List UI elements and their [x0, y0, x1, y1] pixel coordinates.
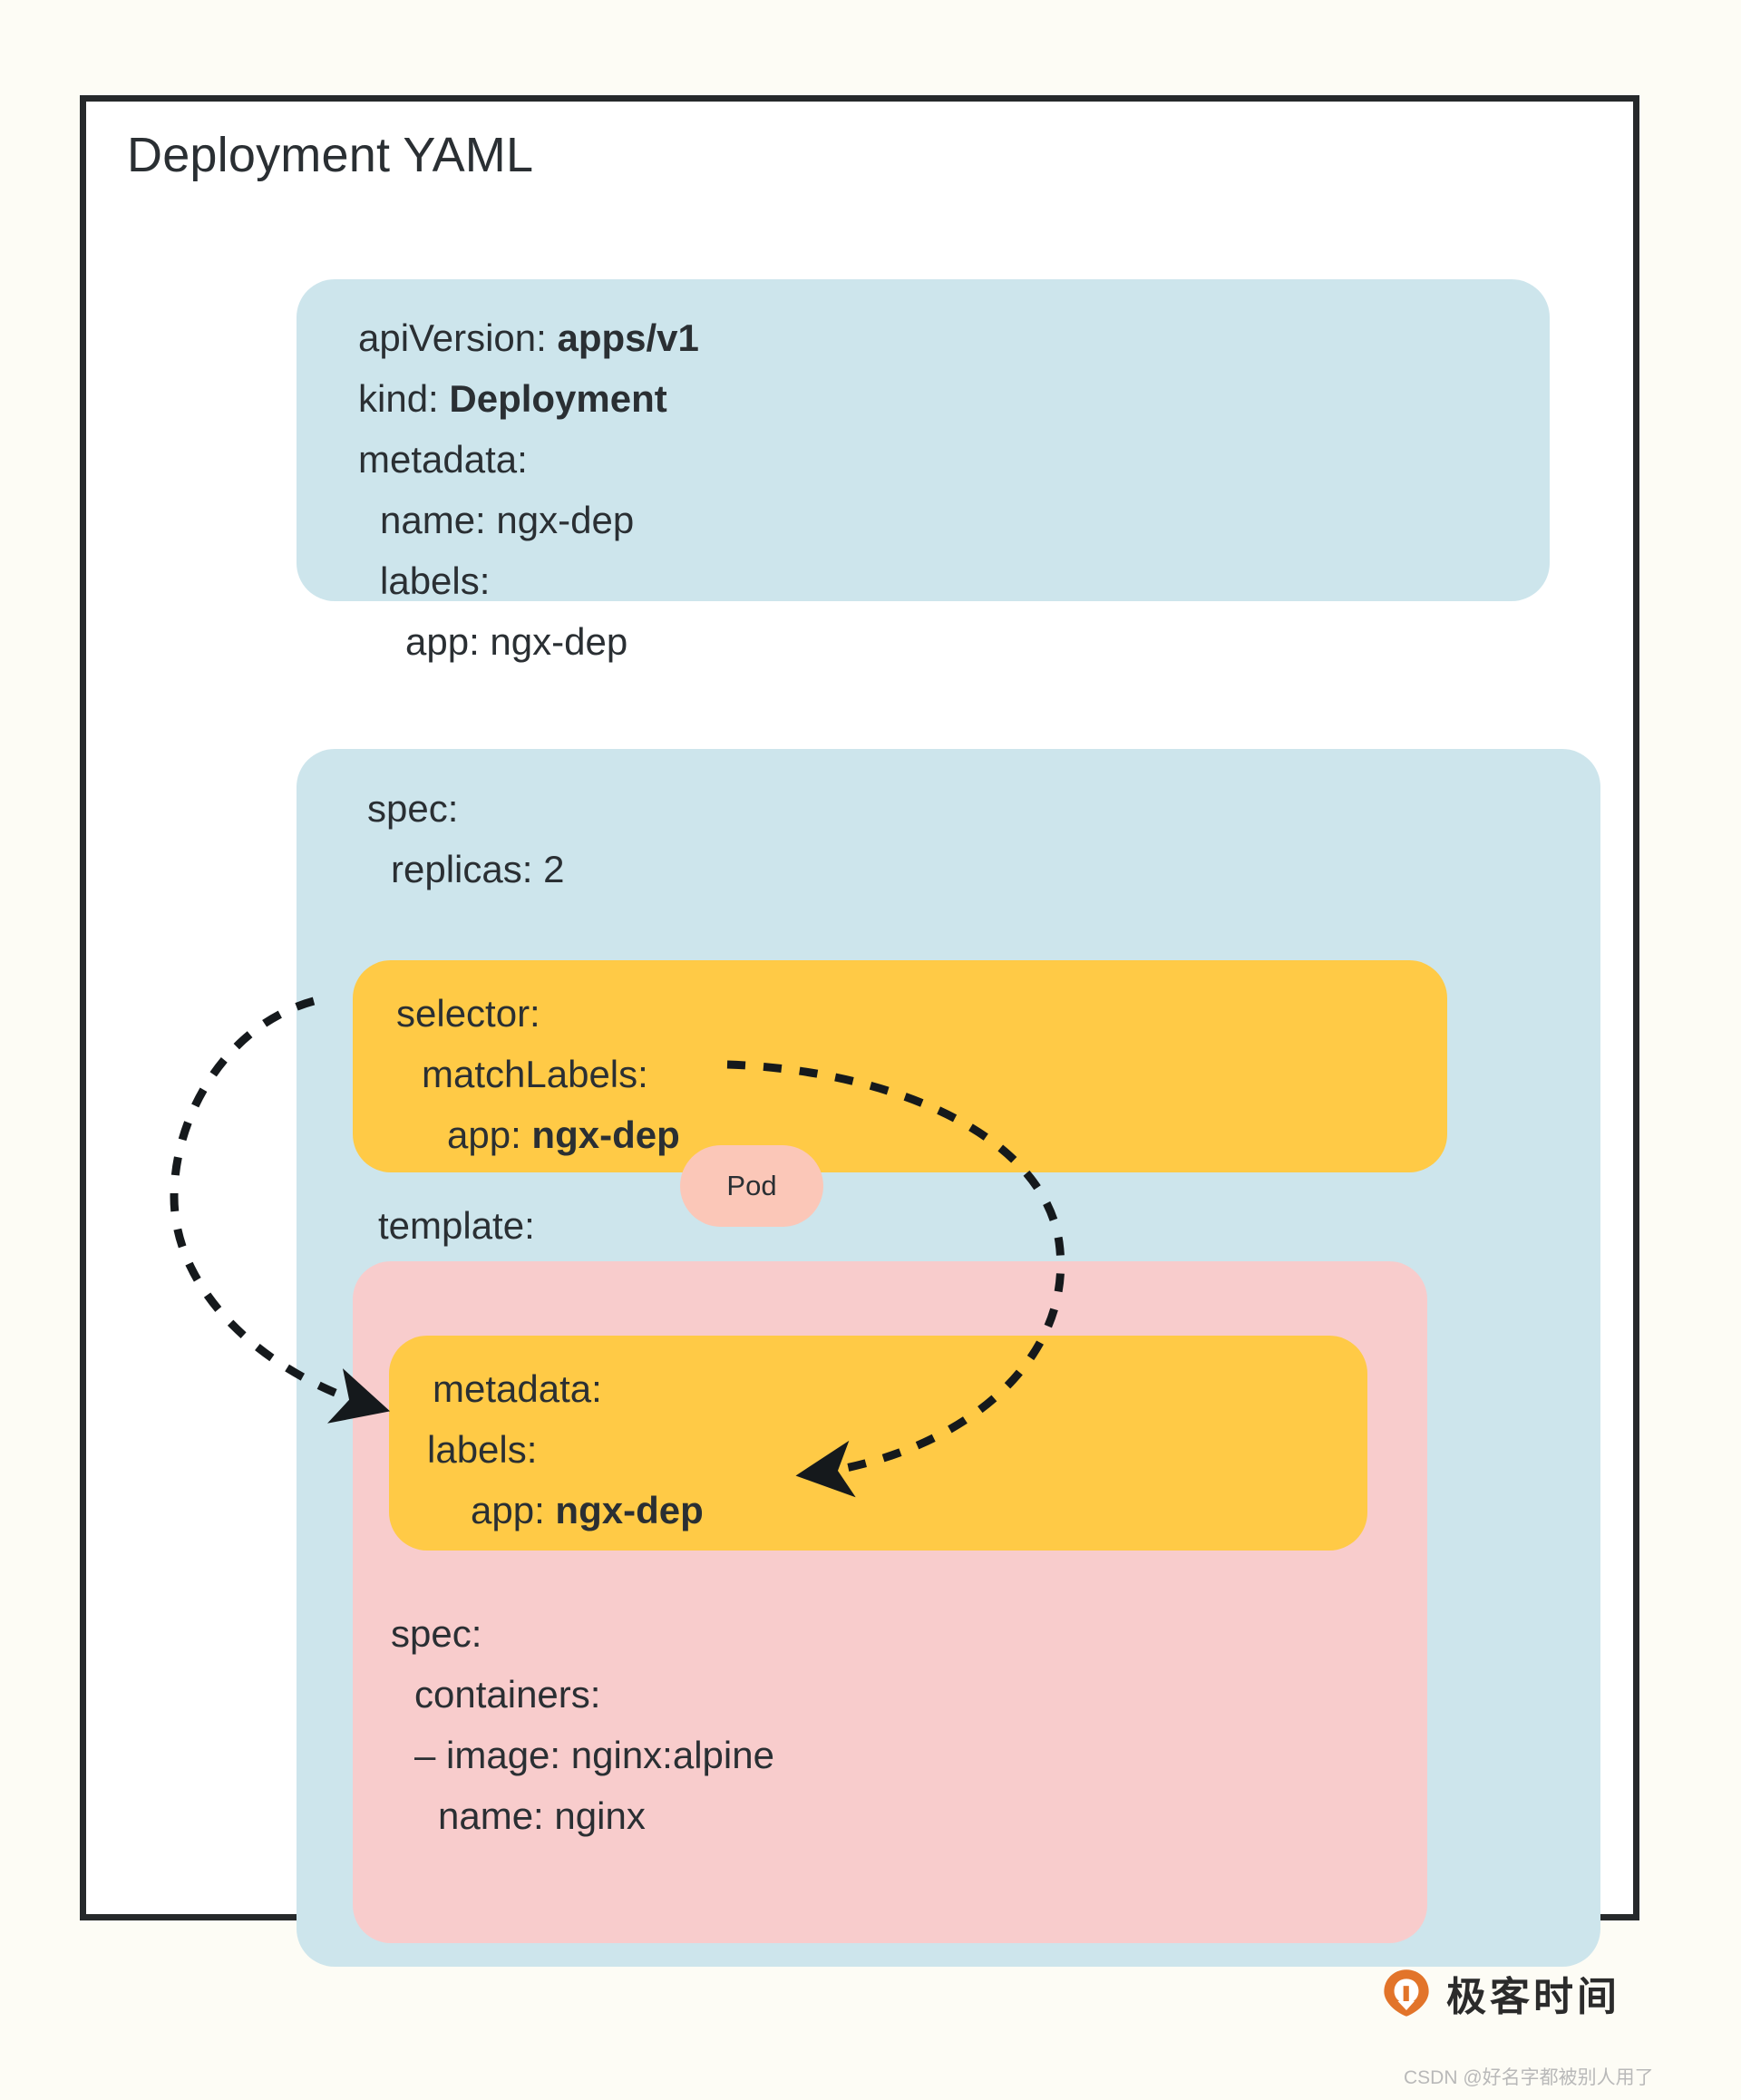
metadata-panel: apiVersion: apps/v1 kind: Deployment met… [297, 279, 1550, 661]
yaml-line-matchlabels: matchLabels: [422, 1053, 648, 1095]
yaml-line-name: name: ngx-dep [380, 499, 635, 541]
yaml-line-apiversion: apiVersion: apps/v1 [358, 316, 699, 359]
yaml-value-selector-app: ngx-dep [531, 1113, 680, 1156]
pod-template-panel: metadata: labels: app: ngx-dep spec: con… [353, 1261, 1427, 1943]
yaml-line-labels: labels: [380, 559, 491, 602]
yaml-line-spec: spec: [367, 787, 459, 830]
yaml-line-metadata: metadata: [358, 438, 528, 481]
yaml-line-app: app: ngx-dep [405, 620, 628, 663]
yaml-value-kind: Deployment [449, 377, 667, 420]
yaml-line-template: template: [378, 1204, 535, 1247]
yaml-value-pod-app: ngx-dep [555, 1489, 704, 1531]
yaml-line-selector: selector: [396, 992, 540, 1035]
yaml-line-pod-spec: spec: [391, 1612, 482, 1655]
yaml-line-pod-metadata: metadata: [433, 1367, 602, 1410]
yaml-value-container-name: nginx [554, 1794, 646, 1837]
yaml-line-pod-labels: labels: [427, 1428, 538, 1471]
selector-panel: selector: matchLabels: app: ngx-dep [353, 960, 1447, 1172]
yaml-line-replicas: replicas: 2 [391, 848, 565, 890]
geektime-logo-icon [1384, 1969, 1429, 2017]
spec-panel: spec: replicas: 2 selector: matchLabels:… [297, 749, 1600, 1967]
yaml-line-container-name: name: nginx [438, 1794, 646, 1837]
yaml-line-containers: containers: [414, 1673, 601, 1716]
pod-pill-label: Pod [726, 1170, 777, 1201]
yaml-value-image: nginx:alpine [570, 1734, 774, 1776]
yaml-value-replicas: 2 [543, 848, 565, 890]
diagram-frame: Deployment YAML apiVersion: apps/v1 kind… [80, 95, 1639, 1967]
yaml-line-selector-app: app: ngx-dep [447, 1113, 680, 1156]
yaml-value-apiversion: apps/v1 [557, 316, 699, 359]
brand-name: 极客时间 [1446, 1975, 1620, 2019]
page-title: Deployment YAML [127, 128, 534, 182]
watermark: CSDN @好名字都被别人用了 [1404, 2067, 1654, 2088]
yaml-value-name: ngx-dep [496, 499, 635, 541]
pod-pill: Pod [680, 1145, 823, 1227]
yaml-value-app: ngx-dep [490, 620, 628, 663]
yaml-line-image: – image: nginx:alpine [414, 1734, 774, 1776]
brand: 极客时间 [1381, 1964, 1620, 2022]
yaml-line-kind: kind: Deployment [358, 377, 667, 420]
yaml-line-pod-app: app: ngx-dep [471, 1489, 704, 1531]
pod-metadata-panel: metadata: labels: app: ngx-dep [389, 1336, 1367, 1551]
